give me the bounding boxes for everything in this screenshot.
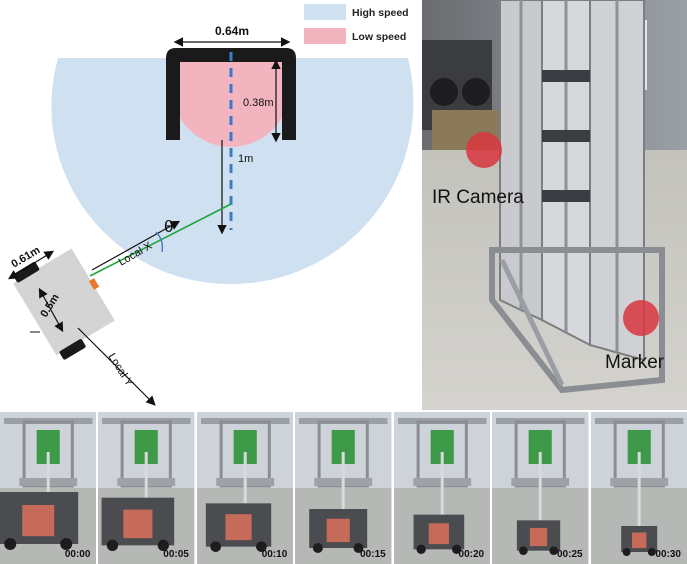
ir-camera-label: IR Camera bbox=[432, 187, 524, 208]
docking-diagram: 0.64m 0.38m 1m Local X θ 0.61m 0.5m bbox=[0, 0, 420, 410]
timeline-frame: 00:20 bbox=[393, 412, 491, 564]
timeline-timestamp: 00:30 bbox=[655, 549, 681, 560]
timeline-frame: 00:30 bbox=[590, 412, 687, 564]
timeline-timestamp: 00:20 bbox=[458, 549, 485, 560]
legend-high-speed-label: High speed bbox=[352, 7, 409, 19]
legend-low-speed-label: Low speed bbox=[352, 31, 406, 43]
timeline-frame: 00:15 bbox=[295, 412, 392, 564]
ir-camera-marker bbox=[466, 132, 502, 168]
timeline-frame: 00:00 bbox=[0, 412, 97, 564]
angle-theta-label: θ bbox=[164, 217, 173, 236]
timeline-frame: 00:10 bbox=[196, 412, 294, 564]
dock-depth-label: 0.38m bbox=[243, 97, 274, 109]
local-y-axis bbox=[77, 327, 156, 406]
docking-station-photo-svg: IR Camera Marker bbox=[422, 0, 687, 410]
timeline-timestamp: 00:05 bbox=[163, 549, 189, 560]
legend-high-speed-swatch bbox=[304, 4, 346, 20]
dock-width-label: 0.64m bbox=[215, 24, 249, 38]
marker-dot bbox=[623, 300, 659, 336]
robot-width-arrow bbox=[7, 250, 55, 280]
legend-low-speed-swatch bbox=[304, 28, 346, 44]
marker-label: Marker bbox=[605, 352, 665, 373]
dock-bracket bbox=[166, 48, 296, 140]
docking-diagram-svg: 0.64m 0.38m 1m Local X θ 0.61m 0.5m bbox=[7, 4, 414, 406]
robot-wheel-right bbox=[59, 339, 86, 360]
timeline-frame: 00:05 bbox=[98, 412, 195, 564]
robot-length-arrow bbox=[38, 287, 64, 333]
timeline-timestamp: 00:10 bbox=[261, 549, 288, 560]
timeline-timestamp: 00:00 bbox=[64, 549, 91, 560]
angle-arc bbox=[155, 231, 164, 253]
timeline-frame: 00:25 bbox=[492, 412, 589, 564]
docking-timeline: 00:00 00:05 00:10 00:15 00:20 00:25 00:30 bbox=[0, 412, 687, 564]
timeline-timestamp: 00:25 bbox=[556, 549, 583, 560]
docking-station-photo: IR Camera Marker bbox=[422, 0, 687, 410]
local-x-axis bbox=[91, 220, 181, 271]
local-y-label: Local Y bbox=[105, 351, 135, 389]
robot-body bbox=[13, 248, 115, 356]
robot-ir-camera bbox=[88, 278, 100, 290]
approach-distance-label: 1m bbox=[238, 153, 253, 165]
timeline-timestamp: 00:15 bbox=[360, 549, 386, 560]
